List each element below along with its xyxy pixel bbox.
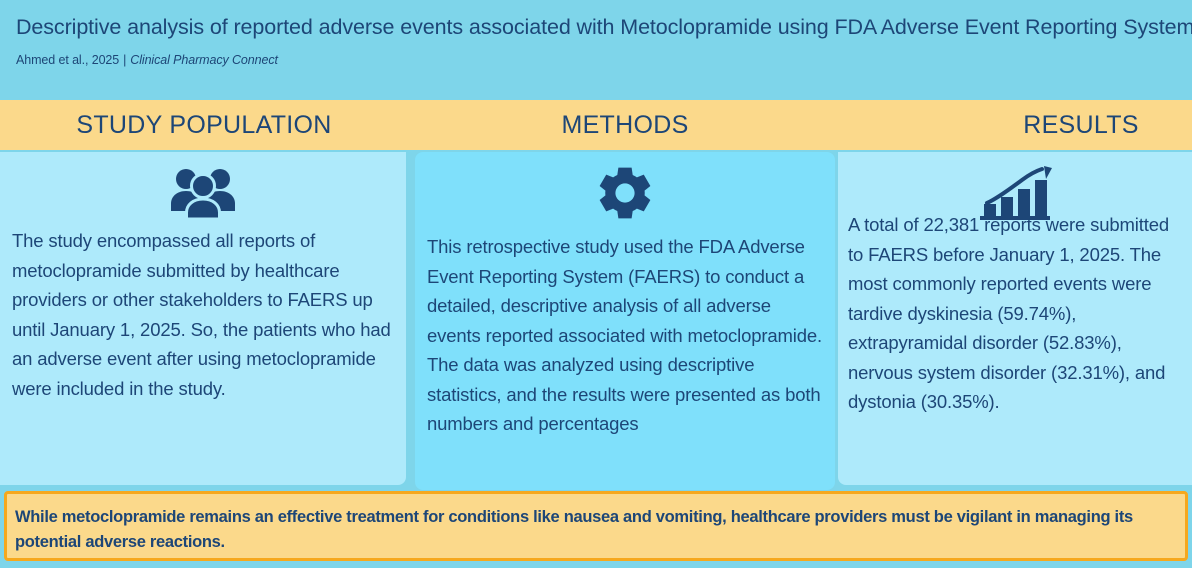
page-title: Descriptive analysis of reported adverse…: [16, 15, 1192, 39]
methods-text: This retrospective study used the FDA Ad…: [427, 236, 823, 434]
conclusion-banner: While metoclopramide remains an effectiv…: [4, 491, 1188, 561]
results-icon-wrap: [848, 152, 1182, 222]
byline: Ahmed et al., 2025|Clinical Pharmacy Con…: [16, 53, 1184, 67]
byline-separator: |: [123, 53, 127, 67]
byline-journal: Clinical Pharmacy Connect: [130, 53, 278, 67]
section-results: A total of 22,381 reports were submitted…: [838, 152, 1192, 485]
byline-authors: Ahmed et al., 2025: [16, 53, 120, 67]
bar-chart-growth-icon: [978, 166, 1052, 225]
section-heading-band: STUDY POPULATION METHODS RESULTS: [0, 100, 1192, 150]
section-heading-methods: METHODS: [561, 111, 689, 139]
conclusion-text: While metoclopramide remains an effectiv…: [15, 508, 1133, 551]
section-heading-results: RESULTS: [1023, 111, 1139, 139]
section-heading-study-population: STUDY POPULATION: [76, 111, 332, 139]
study-population-text: The study encompassed all reports of met…: [12, 230, 391, 399]
methods-icon-wrap: [427, 152, 823, 224]
gear-icon: [596, 164, 654, 227]
section-methods: This retrospective study used the FDA Ad…: [415, 152, 835, 490]
study-population-icon-wrap: [12, 152, 394, 224]
people-group-icon: [167, 164, 239, 225]
section-study-population: The study encompassed all reports of met…: [0, 152, 406, 485]
results-text: A total of 22,381 reports were submitted…: [848, 214, 1170, 412]
article-header: Descriptive analysis of reported adverse…: [0, 0, 1192, 100]
